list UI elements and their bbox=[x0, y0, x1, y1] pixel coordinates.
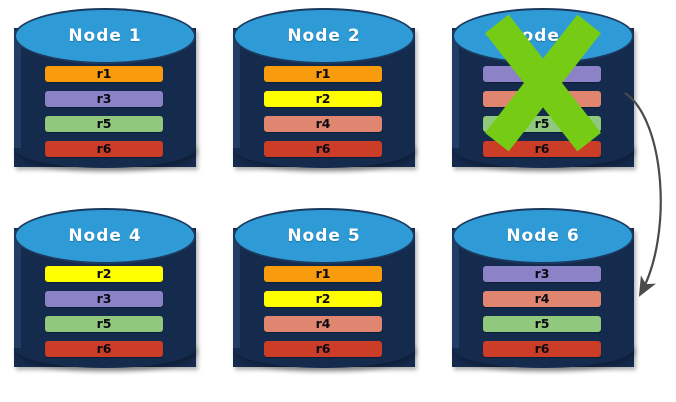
record-bar[interactable]: r2 bbox=[264, 91, 382, 107]
record-label: r4 bbox=[534, 290, 550, 306]
storage-node-1[interactable]: r1 r3 r5 r6 Node 1 bbox=[14, 8, 196, 186]
record-list: r3 r4 r5 r6 bbox=[483, 266, 601, 366]
cylinder-left-highlight bbox=[14, 30, 21, 148]
record-bar[interactable]: r3 bbox=[45, 91, 163, 107]
record-bar[interactable]: r1 bbox=[264, 66, 382, 82]
record-bar[interactable]: r6 bbox=[264, 141, 382, 157]
record-bar[interactable]: r5 bbox=[45, 316, 163, 332]
record-label: r3 bbox=[534, 265, 550, 281]
record-label: r2 bbox=[315, 90, 331, 106]
record-list: r1 r2 r4 r6 bbox=[264, 266, 382, 366]
cylinder-left-highlight bbox=[14, 230, 21, 348]
record-label: r3 bbox=[534, 65, 550, 81]
record-bar[interactable]: r6 bbox=[45, 141, 163, 157]
record-bar[interactable]: r1 bbox=[264, 266, 382, 282]
cylinder-left-highlight bbox=[452, 230, 459, 348]
record-list: r2 r3 r5 r6 bbox=[45, 266, 163, 366]
record-bar[interactable]: r3 bbox=[483, 66, 601, 82]
cylinder-left-highlight bbox=[233, 230, 240, 348]
record-label: r6 bbox=[96, 140, 112, 156]
cylinder-top-lid: Node 3 bbox=[452, 8, 634, 64]
record-bar[interactable]: r6 bbox=[483, 141, 601, 157]
record-label: r2 bbox=[315, 290, 331, 306]
cylinder-left-highlight bbox=[233, 30, 240, 148]
record-label: r1 bbox=[315, 265, 331, 281]
record-label: r6 bbox=[534, 140, 550, 156]
record-bar[interactable]: r2 bbox=[45, 266, 163, 282]
record-bar[interactable]: r3 bbox=[45, 291, 163, 307]
storage-node-5[interactable]: r1 r2 r4 r6 Node 5 bbox=[233, 208, 415, 386]
record-bar[interactable]: r4 bbox=[483, 91, 601, 107]
record-list: r3 r4 r5 r6 bbox=[483, 66, 601, 166]
storage-node-3[interactable]: r3 r4 r5 r6 Node 3 bbox=[452, 8, 634, 186]
cylinder-top-lid: Node 1 bbox=[14, 8, 196, 64]
record-label: r5 bbox=[96, 315, 112, 331]
record-bar[interactable]: r5 bbox=[483, 316, 601, 332]
record-label: r4 bbox=[315, 315, 331, 331]
cylinder-top-lid: Node 5 bbox=[233, 208, 415, 264]
node-title: Node 6 bbox=[506, 226, 580, 246]
record-label: r2 bbox=[96, 265, 112, 281]
record-bar[interactable]: r4 bbox=[264, 316, 382, 332]
storage-node-6[interactable]: r3 r4 r5 r6 Node 6 bbox=[452, 208, 634, 386]
storage-node-2[interactable]: r1 r2 r4 r6 Node 2 bbox=[233, 8, 415, 186]
record-label: r5 bbox=[96, 115, 112, 131]
node-title: Node 4 bbox=[68, 226, 142, 246]
record-label: r5 bbox=[534, 115, 550, 131]
node-title: Node 1 bbox=[68, 26, 142, 46]
cylinder-top-lid: Node 6 bbox=[452, 208, 634, 264]
record-bar[interactable]: r5 bbox=[483, 116, 601, 132]
record-label: r6 bbox=[315, 140, 331, 156]
record-label: r1 bbox=[315, 65, 331, 81]
node-title: Node 3 bbox=[506, 26, 580, 46]
cylinder-top-lid: Node 2 bbox=[233, 8, 415, 64]
record-bar[interactable]: r5 bbox=[45, 116, 163, 132]
node-title: Node 5 bbox=[287, 226, 361, 246]
record-label: r3 bbox=[96, 290, 112, 306]
record-bar[interactable]: r4 bbox=[483, 291, 601, 307]
record-label: r4 bbox=[315, 115, 331, 131]
record-label: r6 bbox=[534, 340, 550, 356]
cylinder-left-highlight bbox=[452, 30, 459, 148]
record-list: r1 r3 r5 r6 bbox=[45, 66, 163, 166]
record-bar[interactable]: r6 bbox=[264, 341, 382, 357]
record-label: r3 bbox=[96, 90, 112, 106]
record-bar[interactable]: r1 bbox=[45, 66, 163, 82]
record-label: r1 bbox=[96, 65, 112, 81]
cylinder-top-lid: Node 4 bbox=[14, 208, 196, 264]
record-label: r5 bbox=[534, 315, 550, 331]
record-label: r6 bbox=[96, 340, 112, 356]
record-bar[interactable]: r6 bbox=[483, 341, 601, 357]
storage-node-4[interactable]: r2 r3 r5 r6 Node 4 bbox=[14, 208, 196, 386]
node-title: Node 2 bbox=[287, 26, 361, 46]
record-bar[interactable]: r2 bbox=[264, 291, 382, 307]
record-bar[interactable]: r3 bbox=[483, 266, 601, 282]
record-bar[interactable]: r4 bbox=[264, 116, 382, 132]
record-label: r4 bbox=[534, 90, 550, 106]
record-label: r6 bbox=[315, 340, 331, 356]
record-list: r1 r2 r4 r6 bbox=[264, 66, 382, 166]
record-bar[interactable]: r6 bbox=[45, 341, 163, 357]
